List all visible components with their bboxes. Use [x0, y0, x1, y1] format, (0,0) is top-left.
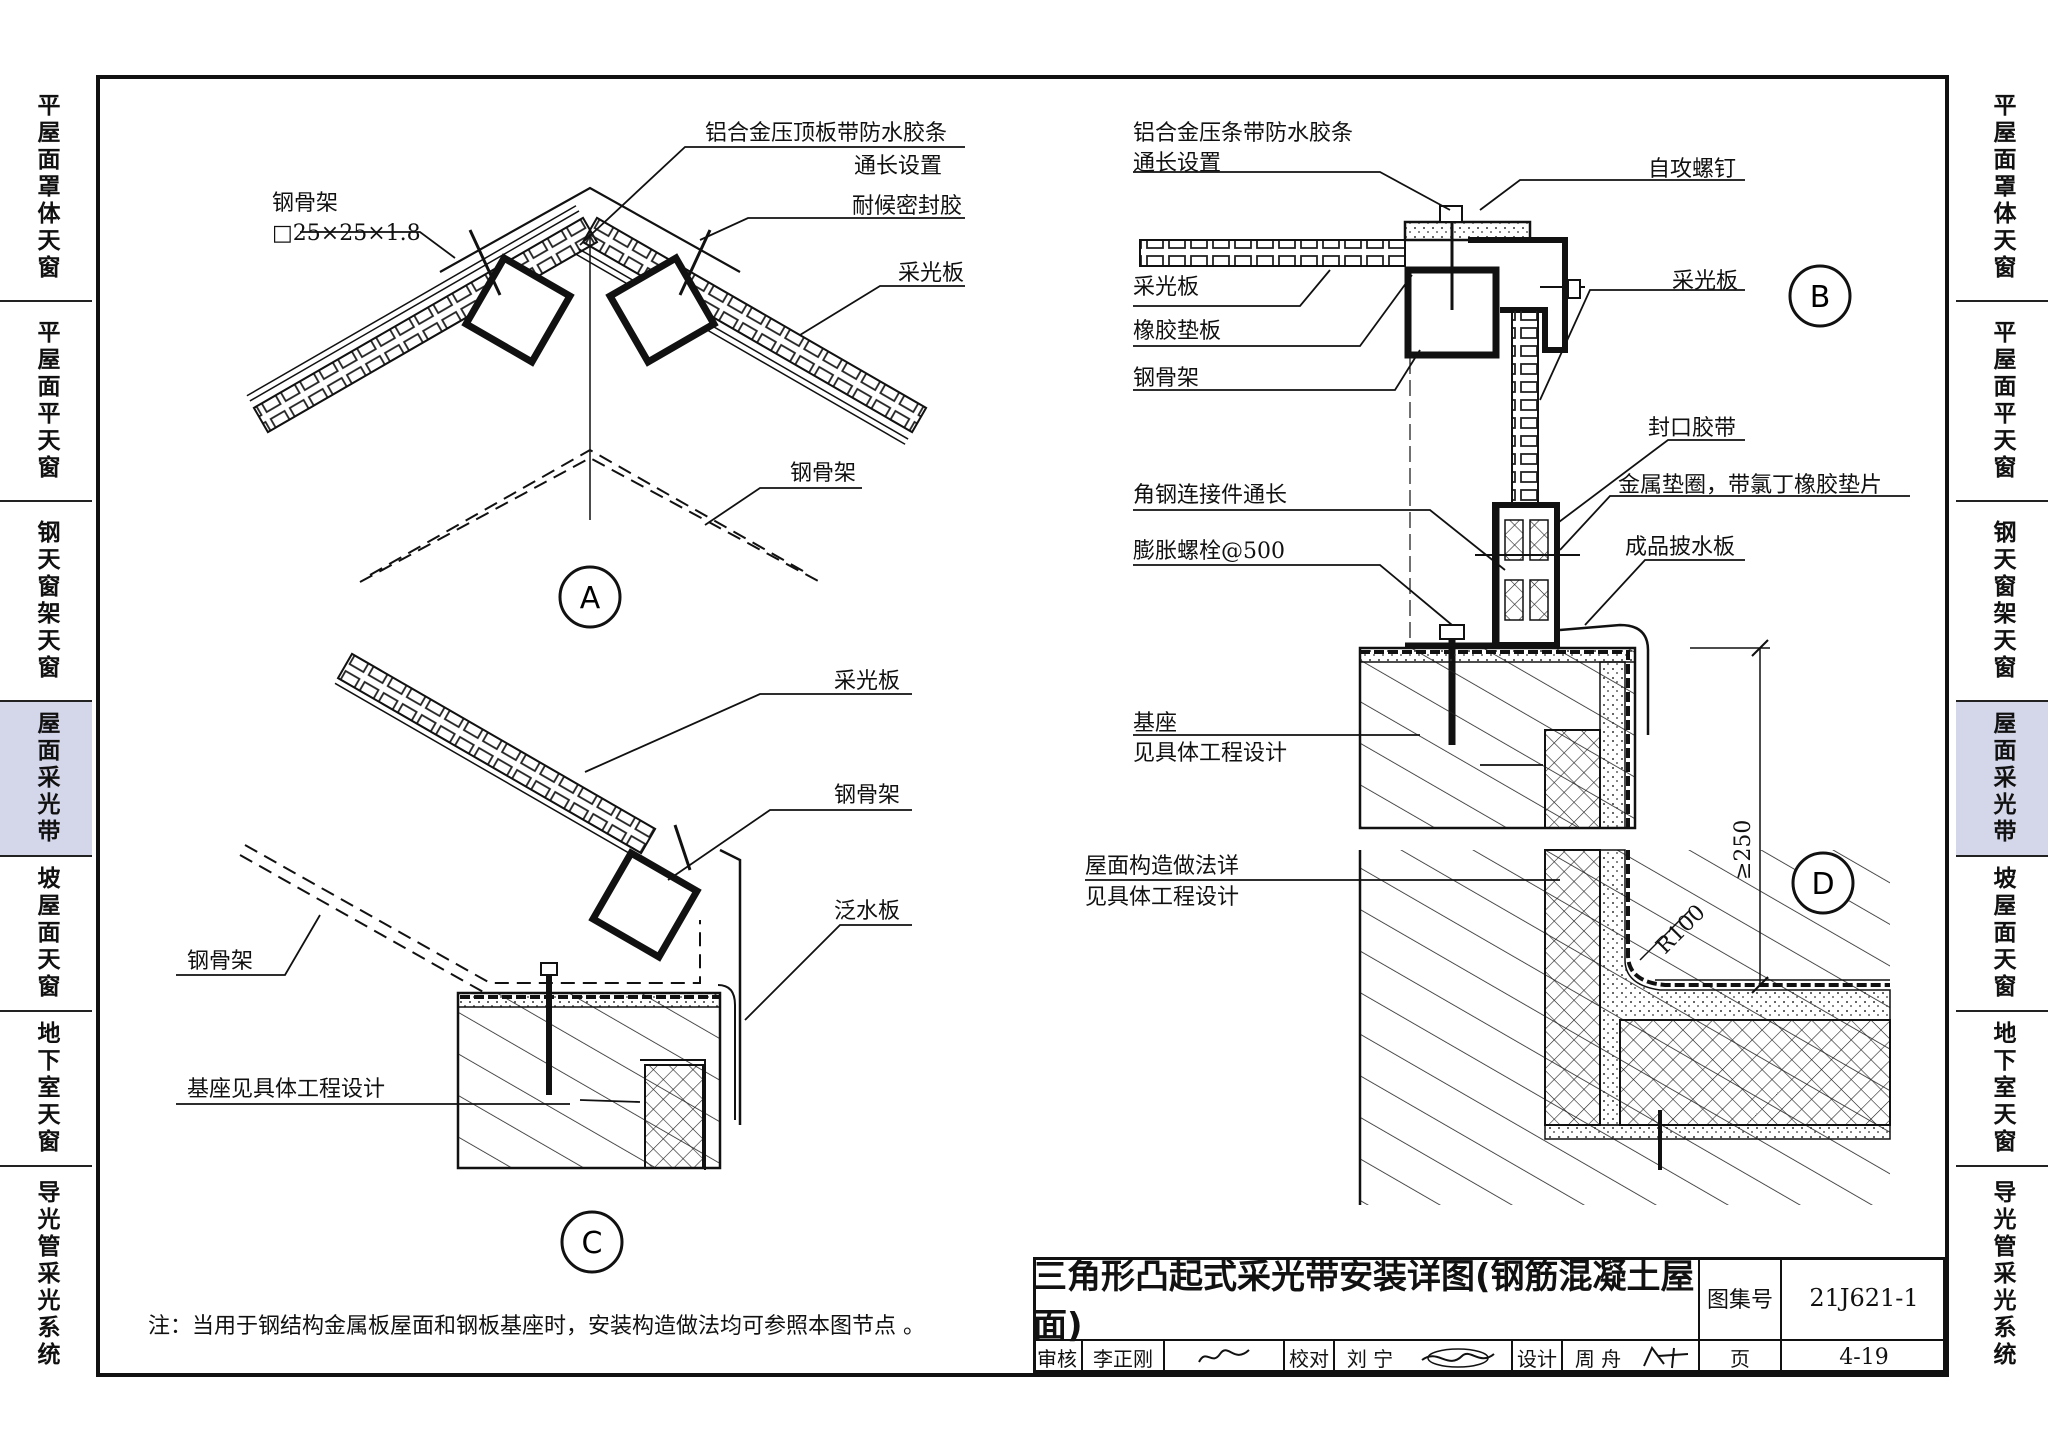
detail-d: ≥250 R100 屋面构造做法详 见具体工程设计 D	[1085, 639, 1891, 1205]
label-sealant: 耐候密封胶	[852, 194, 962, 219]
label-panel: 采光板	[834, 669, 900, 694]
designer-name: 周 舟	[1574, 1346, 1622, 1371]
drawing-title: 三角形凸起式采光带安装详图(钢筋混凝土屋面)	[1033, 1257, 1700, 1346]
detail-a-marker-text: A	[580, 581, 601, 616]
label-base: 基座见具体工程设计	[187, 1077, 385, 1102]
page-label: 页	[1700, 1341, 1782, 1373]
sidebar-item-label: 平屋面平天窗	[33, 320, 59, 482]
sidebar-item-label: 平屋面罩体天窗	[33, 93, 59, 282]
sidebar-item-label: 平屋面平天窗	[1989, 320, 2015, 482]
design-label: 设计	[1513, 1341, 1563, 1373]
detail-d-marker	[1791, 851, 1855, 915]
label-strip-2: 通长设置	[1133, 151, 1221, 176]
sidebar-item-roof-lighting-band[interactable]: 屋面采光带	[0, 702, 92, 857]
sidebar-item-label: 平屋面罩体天窗	[1989, 93, 2015, 282]
sidebar-item-pitched-roof[interactable]: 坡屋面天窗	[1956, 857, 2048, 1012]
atlas-label: 图集号	[1700, 1257, 1782, 1341]
label-roof-2: 见具体工程设计	[1085, 885, 1239, 910]
right-sidebar: 平屋面罩体天窗 平屋面平天窗 钢天窗架天窗 屋面采光带 坡屋面天窗 地下室天窗 …	[1956, 75, 2048, 1382]
sidebar-item-label: 钢天窗架天窗	[33, 520, 59, 682]
sidebar-item-light-pipe[interactable]: 导光管采光系统	[1956, 1167, 2048, 1382]
title-block: 三角形凸起式采光带安装详图(钢筋混凝土屋面) 图集号 21J621-1 审核 李…	[1033, 1257, 1946, 1373]
detail-a: 钢骨架 □25×25×1.8 铝合金压顶板带防水胶条 通长设置 耐候密封胶 采光…	[246, 121, 965, 629]
label-strip: 铝合金压条带防水胶条	[1133, 121, 1353, 146]
sidebar-item-flat-roof-flat[interactable]: 平屋面平天窗	[1956, 302, 2048, 502]
label-washer: 金属垫圈，带氯丁橡胶垫片	[1618, 473, 1882, 498]
detail-d-marker-text: D	[1811, 867, 1834, 902]
label-flashing: 泛水板	[834, 899, 900, 924]
label-steel-frame: 钢骨架	[834, 783, 900, 808]
label-frame-left: 钢骨架	[187, 949, 253, 974]
label-rubber-pad: 橡胶垫板	[1133, 319, 1221, 344]
sidebar-item-pitched-roof[interactable]: 坡屋面天窗	[0, 857, 92, 1012]
detail-c-marker	[560, 1210, 624, 1274]
left-sidebar: 平屋面罩体天窗 平屋面平天窗 钢天窗架天窗 屋面采光带 坡屋面天窗 地下室天窗 …	[0, 75, 92, 1382]
drawing-frame	[96, 75, 1949, 1377]
sidebar-item-label: 屋面采光带	[33, 711, 59, 846]
sidebar-item-label: 钢天窗架天窗	[1989, 520, 2015, 682]
sidebar-item-basement[interactable]: 地下室天窗	[0, 1012, 92, 1167]
label-top-plate: 铝合金压顶板带防水胶条	[705, 121, 947, 146]
sidebar-item-label: 坡屋面天窗	[33, 866, 59, 1001]
designer-signature	[1633, 1341, 1700, 1373]
label-steel-frame: 钢骨架	[1133, 366, 1199, 391]
label-frame-bottom: 钢骨架	[790, 461, 856, 486]
label-screw: 自攻螺钉	[1648, 157, 1736, 182]
label-panel-left: 采光板	[1133, 275, 1199, 300]
sidebar-item-steel-frame[interactable]: 钢天窗架天窗	[1956, 502, 2048, 702]
label-base: 基座	[1133, 711, 1177, 736]
detail-c-marker-text: C	[582, 1226, 603, 1261]
detail-a-marker	[558, 565, 622, 629]
detail-c: 采光板 钢骨架 泛水板 钢骨架 基座见具体工程设计 C	[176, 652, 912, 1274]
sidebar-item-label: 导光管采光系统	[1989, 1180, 2015, 1369]
label-drip: 成品披水板	[1625, 535, 1735, 560]
reviewer-signature	[1165, 1341, 1285, 1373]
detail-b: 铝合金压条带防水胶条 通长设置 自攻螺钉 采光板 采光板 橡胶垫板 钢骨架 封口…	[1133, 121, 1910, 830]
sidebar-item-light-pipe[interactable]: 导光管采光系统	[0, 1167, 92, 1382]
reviewer-name: 李正刚	[1083, 1341, 1165, 1373]
sidebar-item-flat-roof-flat[interactable]: 平屋面平天窗	[0, 302, 92, 502]
checker-signature	[1405, 1341, 1513, 1373]
label-top-plate-2: 通长设置	[854, 154, 942, 179]
sidebar-item-flat-roof-cover[interactable]: 平屋面罩体天窗	[1956, 75, 2048, 302]
sidebar-item-label: 地下室天窗	[1989, 1021, 2015, 1156]
sidebar-item-label: 屋面采光带	[1989, 711, 2015, 846]
sidebar-item-basement[interactable]: 地下室天窗	[1956, 1012, 2048, 1167]
sidebar-item-label: 地下室天窗	[33, 1021, 59, 1156]
label-height: ≥250	[1731, 820, 1756, 880]
checker-name: 刘 宁	[1346, 1346, 1394, 1371]
label-angle: 角钢连接件通长	[1133, 483, 1287, 508]
label-seal-tape: 封口胶带	[1648, 416, 1736, 441]
signature-mark	[1421, 1348, 1495, 1368]
sidebar-item-flat-roof-cover[interactable]: 平屋面罩体天窗	[0, 75, 92, 302]
page-number: 4-19	[1839, 1344, 1889, 1370]
sidebar-item-label: 坡屋面天窗	[1989, 866, 2015, 1001]
label-steel-frame: 钢骨架	[272, 191, 338, 216]
label-panel: 采光板	[898, 261, 964, 286]
signature-mark	[1642, 1346, 1688, 1369]
label-roof: 屋面构造做法详	[1085, 854, 1239, 879]
label-base-2: 见具体工程设计	[1133, 741, 1287, 766]
sidebar-item-roof-lighting-band[interactable]: 屋面采光带	[1956, 702, 2048, 857]
signature-mark	[1198, 1349, 1250, 1363]
review-label: 审核	[1033, 1341, 1083, 1373]
detail-b-marker-text: B	[1810, 280, 1831, 315]
check-label: 校对	[1285, 1341, 1335, 1373]
label-steel-size: □25×25×1.8	[272, 221, 421, 246]
atlas-number: 21J621-1	[1782, 1257, 1946, 1341]
label-panel-right: 采光板	[1672, 269, 1738, 294]
sidebar-item-steel-frame[interactable]: 钢天窗架天窗	[0, 502, 92, 702]
detail-b-marker	[1788, 264, 1852, 328]
title-block-border	[1033, 1257, 1946, 1373]
label-bolt: 膨胀螺栓@500	[1133, 539, 1285, 564]
sidebar-item-label: 导光管采光系统	[33, 1180, 59, 1369]
footnote: 注：当用于钢结构金属板屋面和钢板基座时，安装构造做法均可参照本图节点 。	[148, 1314, 925, 1339]
